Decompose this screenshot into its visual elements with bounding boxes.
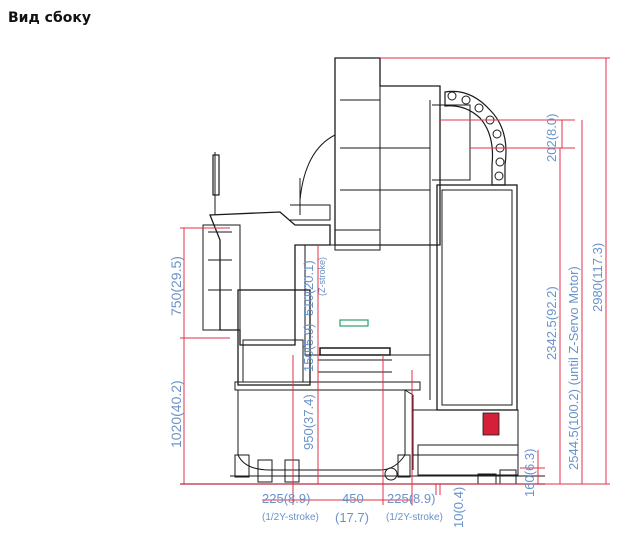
cable-chain xyxy=(444,90,507,186)
dim-table-height: 950(37.4) xyxy=(301,394,316,450)
dim-z-stroke: 510(20.1) xyxy=(301,260,316,316)
red-component xyxy=(482,412,500,436)
dim-left-y-note: (1/2Y-stroke) xyxy=(262,512,319,523)
dim-top-offset: 202(8.0) xyxy=(544,114,559,162)
dim-base-offset: 160(6.3) xyxy=(522,449,537,497)
dim-middle: 450 xyxy=(342,491,364,506)
dim-z-stroke-note: (Z-stroke) xyxy=(317,257,327,296)
dim-height-to-motor: 2544.5(100.2) (until Z-Servo Motor) xyxy=(566,266,581,470)
dim-left-y: 225(8.9) xyxy=(262,491,310,506)
dim-right-y-note: (1/2Y-stroke) xyxy=(386,512,443,523)
dim-right-y: 225(8.9) xyxy=(387,491,435,506)
dim-height-main: 2342.5(92.2) xyxy=(544,286,559,360)
green-component xyxy=(339,319,369,327)
dim-upper-left: 750(29.5) xyxy=(168,256,184,316)
page-title: Вид сбоку xyxy=(8,10,91,26)
dimension-lines xyxy=(180,57,610,505)
dim-total-height: 2980(117.3) xyxy=(590,243,605,312)
dim-middle-inch: (17.7) xyxy=(335,510,369,525)
dim-lower-left: 1020(40.2) xyxy=(168,380,184,448)
machine-outline xyxy=(180,57,545,485)
dim-bottom-small: 10(0.4) xyxy=(451,487,466,528)
dim-small-vertical: 150(5.9) xyxy=(301,324,316,372)
